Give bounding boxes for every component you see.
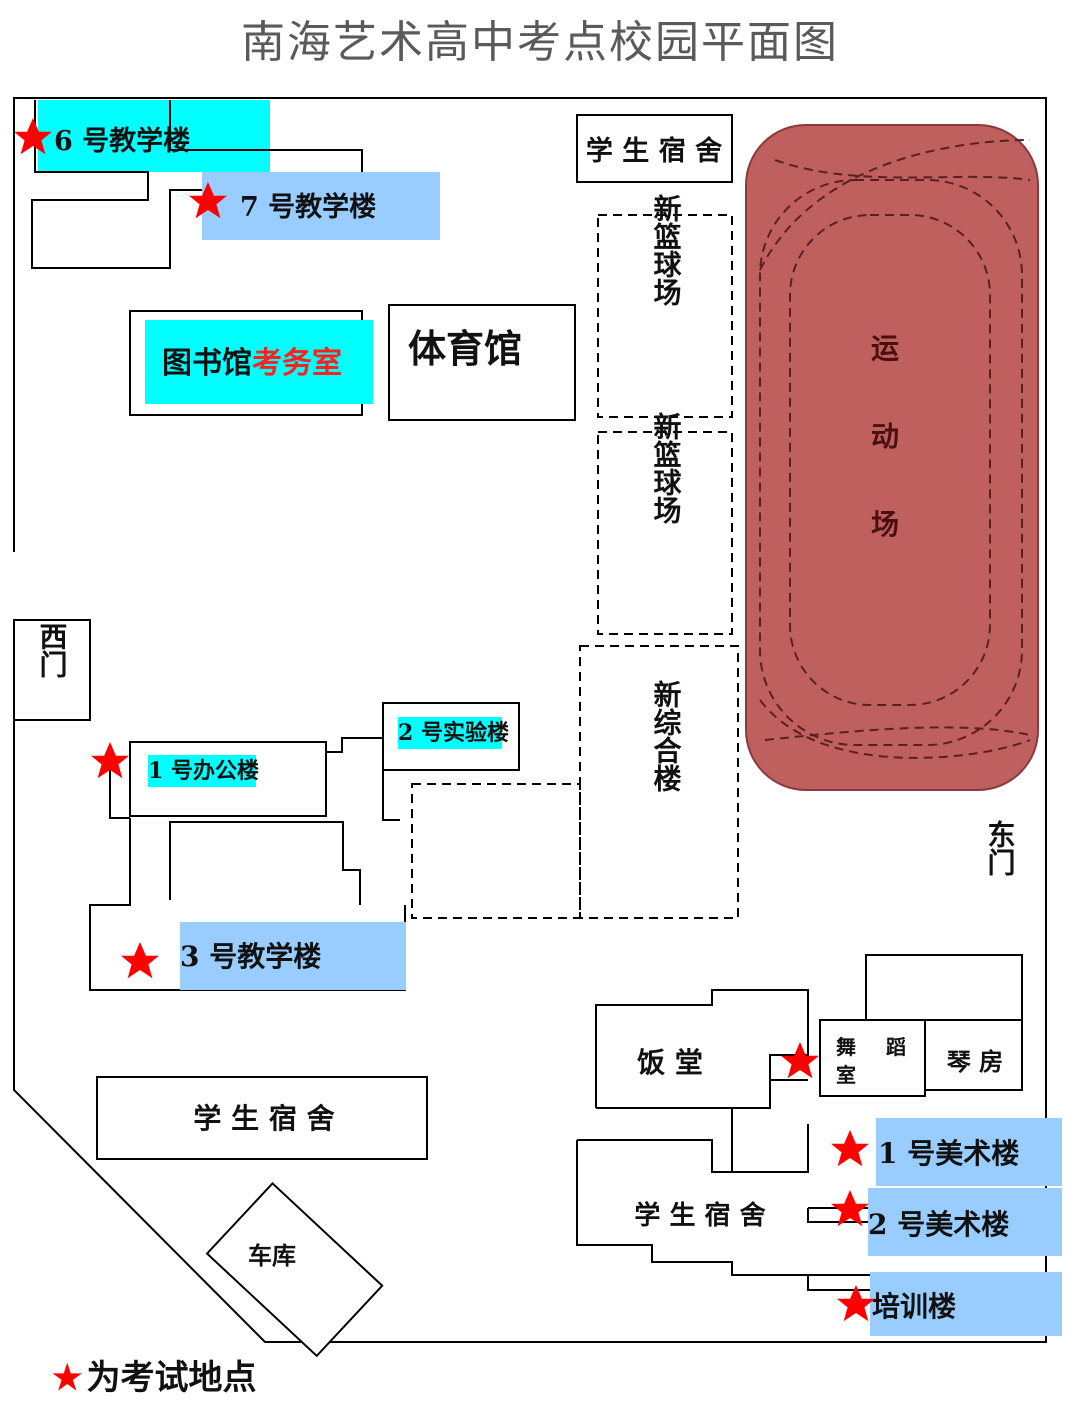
art-building-2[interactable]: 2 号美术楼: [831, 1188, 1062, 1256]
legend-text: 为考试地点: [86, 1358, 257, 1398]
building-outlines-right: [576, 1079, 871, 1291]
svg-text:图书馆考务室: 图书馆考务室: [162, 346, 342, 381]
office-building-1-label: 1 号办公楼: [148, 758, 259, 784]
garage[interactable]: 车库: [205, 1181, 384, 1358]
teaching-building-7-label: 7 号教学楼: [240, 191, 376, 223]
lab-building-2[interactable]: 2 号实验楼: [382, 702, 520, 771]
basketball-court-1[interactable]: 新篮球场: [597, 194, 733, 418]
teaching-building-3[interactable]: 3 号教学楼: [121, 922, 406, 990]
exam-star-icon: [121, 942, 159, 979]
basketball-court-2[interactable]: 新篮球场: [597, 412, 733, 635]
dance-piano-building[interactable]: 舞蹈室 琴 房: [781, 954, 1023, 1097]
library[interactable]: 图书馆考务室: [129, 310, 373, 416]
gymnasium-label: 体育馆: [408, 326, 522, 371]
west-gate[interactable]: 西门: [13, 619, 91, 721]
teaching-building-7[interactable]: 7 号教学楼: [189, 172, 440, 240]
art-building-2-label: 2 号美术楼: [868, 1208, 1009, 1241]
art-building-1[interactable]: 1 号美术楼: [831, 1118, 1062, 1186]
library-label: 图书馆: [162, 346, 252, 381]
exam-star-icon: [831, 1130, 869, 1167]
piano-room-label: 琴 房: [947, 1047, 1003, 1076]
teaching-building-6-label: 6 号教学楼: [54, 125, 190, 157]
teaching-building-6[interactable]: 6 号教学楼: [14, 100, 363, 269]
basketball-court-2-label: 新篮球场: [650, 412, 683, 524]
east-gate-label: 东门: [984, 819, 1017, 876]
canteen[interactable]: 饭 堂: [595, 989, 809, 1109]
red-star-icon: ★: [52, 1358, 83, 1398]
training-building-label: 培训楼: [872, 1290, 956, 1323]
exam-star-icon: [831, 1190, 869, 1227]
legend: ★为考试地点: [52, 1350, 256, 1399]
canteen-label: 饭 堂: [637, 1046, 703, 1079]
new-complex-building[interactable]: 新综合楼: [411, 645, 739, 919]
office-building-1[interactable]: 1 号办公楼: [91, 741, 327, 817]
sports-field[interactable]: 运动场: [745, 124, 1039, 791]
east-gate[interactable]: 东门: [984, 819, 1017, 876]
campus-boundary: [13, 97, 1047, 1343]
dormitory-right[interactable]: 学 生 宿 舍: [634, 1200, 765, 1231]
west-gate-label: 西门: [36, 622, 69, 678]
sports-field-label: 运动场: [871, 332, 899, 541]
dormitory-top[interactable]: 学 生 宿 舍: [576, 114, 733, 183]
dormitory-top-label: 学 生 宿 舍: [586, 135, 723, 167]
art-building-1-label: 1 号美术楼: [878, 1137, 1019, 1170]
dormitory-left-label: 学 生 宿 舍: [193, 1102, 334, 1135]
basketball-court-1-label: 新篮球场: [650, 194, 683, 306]
lab-building-2-label: 2 号实验楼: [398, 720, 509, 746]
teaching-building-3-label: 3 号教学楼: [180, 940, 321, 973]
dormitory-left[interactable]: 学 生 宿 舍: [96, 1076, 428, 1160]
new-complex-building-label: 新综合楼: [650, 680, 683, 792]
gymnasium[interactable]: 体育馆: [388, 304, 576, 421]
map-title: 南海艺术高中考点校园平面图: [241, 17, 839, 68]
training-building[interactable]: 培训楼: [837, 1272, 1062, 1336]
exam-office-label: 考务室: [252, 346, 342, 381]
garage-label: 车库: [248, 1241, 296, 1270]
dance-room-label: 舞蹈室: [836, 1035, 906, 1087]
dormitory-right-label: 学 生 宿 舍: [634, 1200, 765, 1231]
